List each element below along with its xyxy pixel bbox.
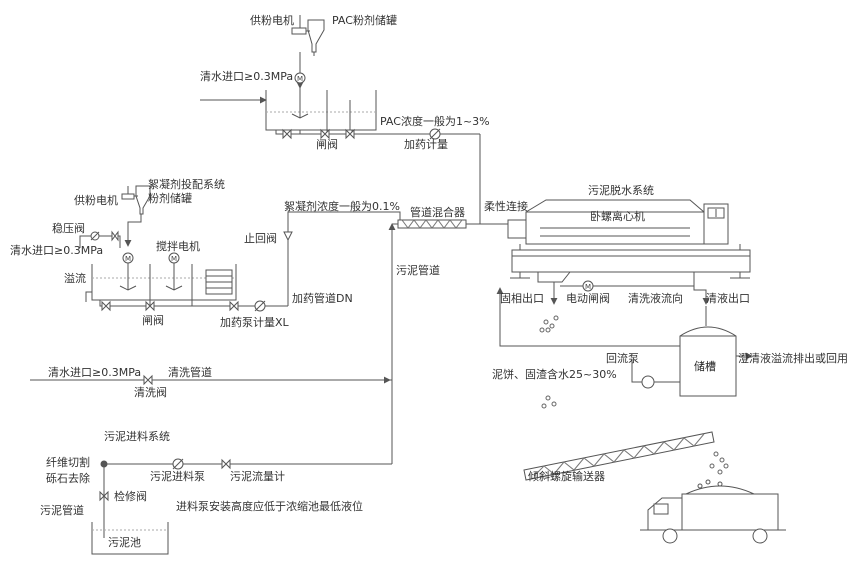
sludge-flowmeter-label: 污泥流量计 [230,470,285,483]
floc-feed-motor-icon [121,193,135,200]
pump-install-note: 进料泵安装高度应低于浓缩池最低液位 [176,500,363,513]
falling-cake-icon [539,315,729,475]
sludge-feed-system-label: 污泥进料系统 [104,430,170,443]
dosing-meter-1-label: 加药计量 [404,138,448,151]
return-pump-icon [641,375,655,389]
pipe-mixer [391,219,508,350]
service-valve-label: 检修阀 [114,490,147,503]
svg-text:M: M [125,255,131,263]
solid-outlet-label: 固相出口 [500,292,544,305]
gate-valve-1-label: 闸阀 [316,138,338,151]
pac-system: M [200,15,481,224]
sludge-pipe-label: 污泥管道 [396,264,440,277]
pac-concentration-label: PAC浓度一般为1~3% [380,115,490,128]
floc-tank [91,264,237,301]
truck-icon [640,479,786,544]
feed-motor-floc-label: 供粉电机 [74,194,118,207]
fiber-cutter-icon [100,460,108,468]
sludge-feed-pump-label: 污泥进料泵 [150,470,205,483]
centrifuge-label: 卧螺离心机 [590,210,645,223]
clear-liquid-overflow-label: 澄清液溢流排出或回用 [738,352,848,365]
pac-tank-label: PAC粉剂储罐 [332,14,397,27]
electric-gate-valve-label: 电动闸阀 [566,292,610,305]
wash-pipe-label: 清洗管道 [168,366,212,379]
sludge-pipe [30,223,396,464]
liquid-outlet-label: 清液出口 [706,292,750,305]
floc-concentration-label: 絮凝剂浓度一般为0.1% [284,200,400,213]
pac-tank [265,90,377,131]
fiber-cutting-label-1: 纤维切割 [46,456,90,469]
sludge-feed-system [91,458,392,555]
stirring-motor-label: 搅拌电机 [156,240,200,253]
pac-hopper [307,19,325,53]
floc-system-label-2: 粉剂储罐 [148,192,192,205]
water-inlet-2-label: 清水进口≥0.3MPa [10,244,104,257]
sludge-pipe-2-label: 污泥管道 [40,504,84,517]
water-inlet-3-label: 清水进口≥0.3MPa [48,366,142,379]
water-inlet-1-label: 清水进口≥0.3MPa [200,70,294,83]
floc-system-label-1: 絮凝剂投配系统 [148,178,225,191]
pressure-valve-label: 稳压阀 [52,222,85,235]
inclined-screw-conveyor-label: 倾斜螺旋输送器 [528,470,605,483]
centrifuge-icon: M [507,199,751,305]
sludge-flowmeter-icon [221,458,231,470]
flexible-connection-label: 柔性连接 [484,200,528,213]
wash-valve-label: 清洗阀 [134,386,167,399]
check-valve-label: 止回阀 [244,232,277,245]
dewatering-system-label: 污泥脱水系统 [588,184,654,197]
flocculant-system: M M [79,185,401,312]
check-valve-icon [283,231,293,242]
sludge-tank [91,522,169,555]
gate-valve-icon [282,128,355,140]
pipe-mixer-label: 管道混合器 [410,206,465,219]
cake-moisture-label: 泥饼、固渣含水25~30% [492,368,617,381]
return-pump-label: 回流泵 [606,352,639,365]
service-valve-icon [99,490,109,502]
floc-hopper [135,185,151,215]
dosing-pump-meter-label: 加药泵计量XL [220,316,289,329]
wash-flow-label: 清洗液流向 [628,292,683,305]
gate-valve-2-label: 闸阀 [142,314,164,327]
storage-tank [496,287,753,397]
svg-text:M: M [171,255,177,263]
svg-text:M: M [585,283,591,291]
overflow-label: 溢流 [64,272,86,285]
storage-tank-label: 储槽 [694,360,716,373]
svg-text:M: M [297,75,303,83]
fiber-cutting-label-2: 砾石去除 [46,472,90,485]
pressure-valve-icon [90,231,100,241]
pac-feed-motor-icon [291,27,307,35]
wash-valve-icon [143,374,153,386]
dosing-pipe-label: 加药管道DN [292,292,353,305]
inclined-screw-conveyor-icon [523,431,715,481]
feed-motor-pac-label: 供粉电机 [250,14,294,27]
sludge-tank-label: 污泥池 [108,536,141,549]
